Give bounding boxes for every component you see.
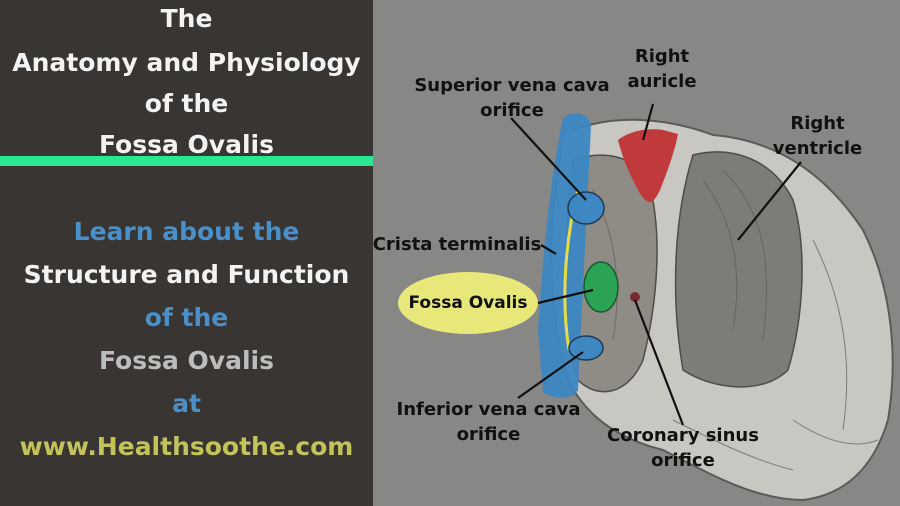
fossa-ovalis-label: Fossa Ovalis [408,293,528,313]
title-line-3: of the [144,89,229,118]
right-auricle-line-2: auricle [627,71,697,92]
coronary-label-line-1: Coronary sinus [607,425,759,446]
leader-lines [510,103,802,426]
accent-divider [0,156,373,166]
vena-cava-strip [538,113,591,398]
promo-line-1: Learn about the [73,217,300,246]
ivc-label-line-2: orifice [456,424,521,445]
coronary-sinus-marker [630,292,640,302]
right-auricle-marker [618,129,678,202]
ivc-label-line-1: Inferior vena cava [396,399,581,420]
website-link[interactable]: www.Healthsoothe.com [19,432,354,461]
title-line-2: Anatomy and Physiology [12,48,361,77]
promo-line-3: of the [144,303,229,332]
promo-line-5: at [172,389,201,418]
ivc-orifice-marker [568,335,604,361]
left-panel: The Anatomy and Physiology of the Fossa … [0,0,373,506]
right-auricle-label: Right auricle [617,44,707,94]
ivc-orifice-label: Inferior vena cava orifice [391,397,586,447]
svc-label-line-2: orifice [480,100,544,121]
title-line-4: Fossa Ovalis [98,130,274,159]
ventricle-cavity [674,151,803,388]
promo-line-4: Fossa Ovalis [98,346,274,375]
svc-label-line-1: Superior vena cava [414,75,610,96]
fossa-ovalis-marker [583,261,619,313]
promo-line-2: Structure and Function [23,260,350,289]
coronary-label-line-2: orifice [651,450,715,471]
heart-illustration [398,103,894,502]
coronary-sinus-label: Coronary sinus orifice [603,423,763,473]
svc-orifice-marker [567,191,605,225]
right-ventricle-line-1: Right [790,113,845,134]
svc-orifice-label: Superior vena cava orifice [387,73,637,123]
crista-terminalis-label: Crista terminalis [373,234,542,255]
right-ventricle-line-2: ventricle [772,138,863,159]
fossa-ovalis-callout [398,272,538,334]
right-ventricle-label: Right ventricle [765,111,870,161]
diagram-panel: Superior vena cava orifice Right auricle… [373,0,900,506]
right-auricle-line-1: Right [634,46,690,67]
title-line-1: The [160,4,213,33]
